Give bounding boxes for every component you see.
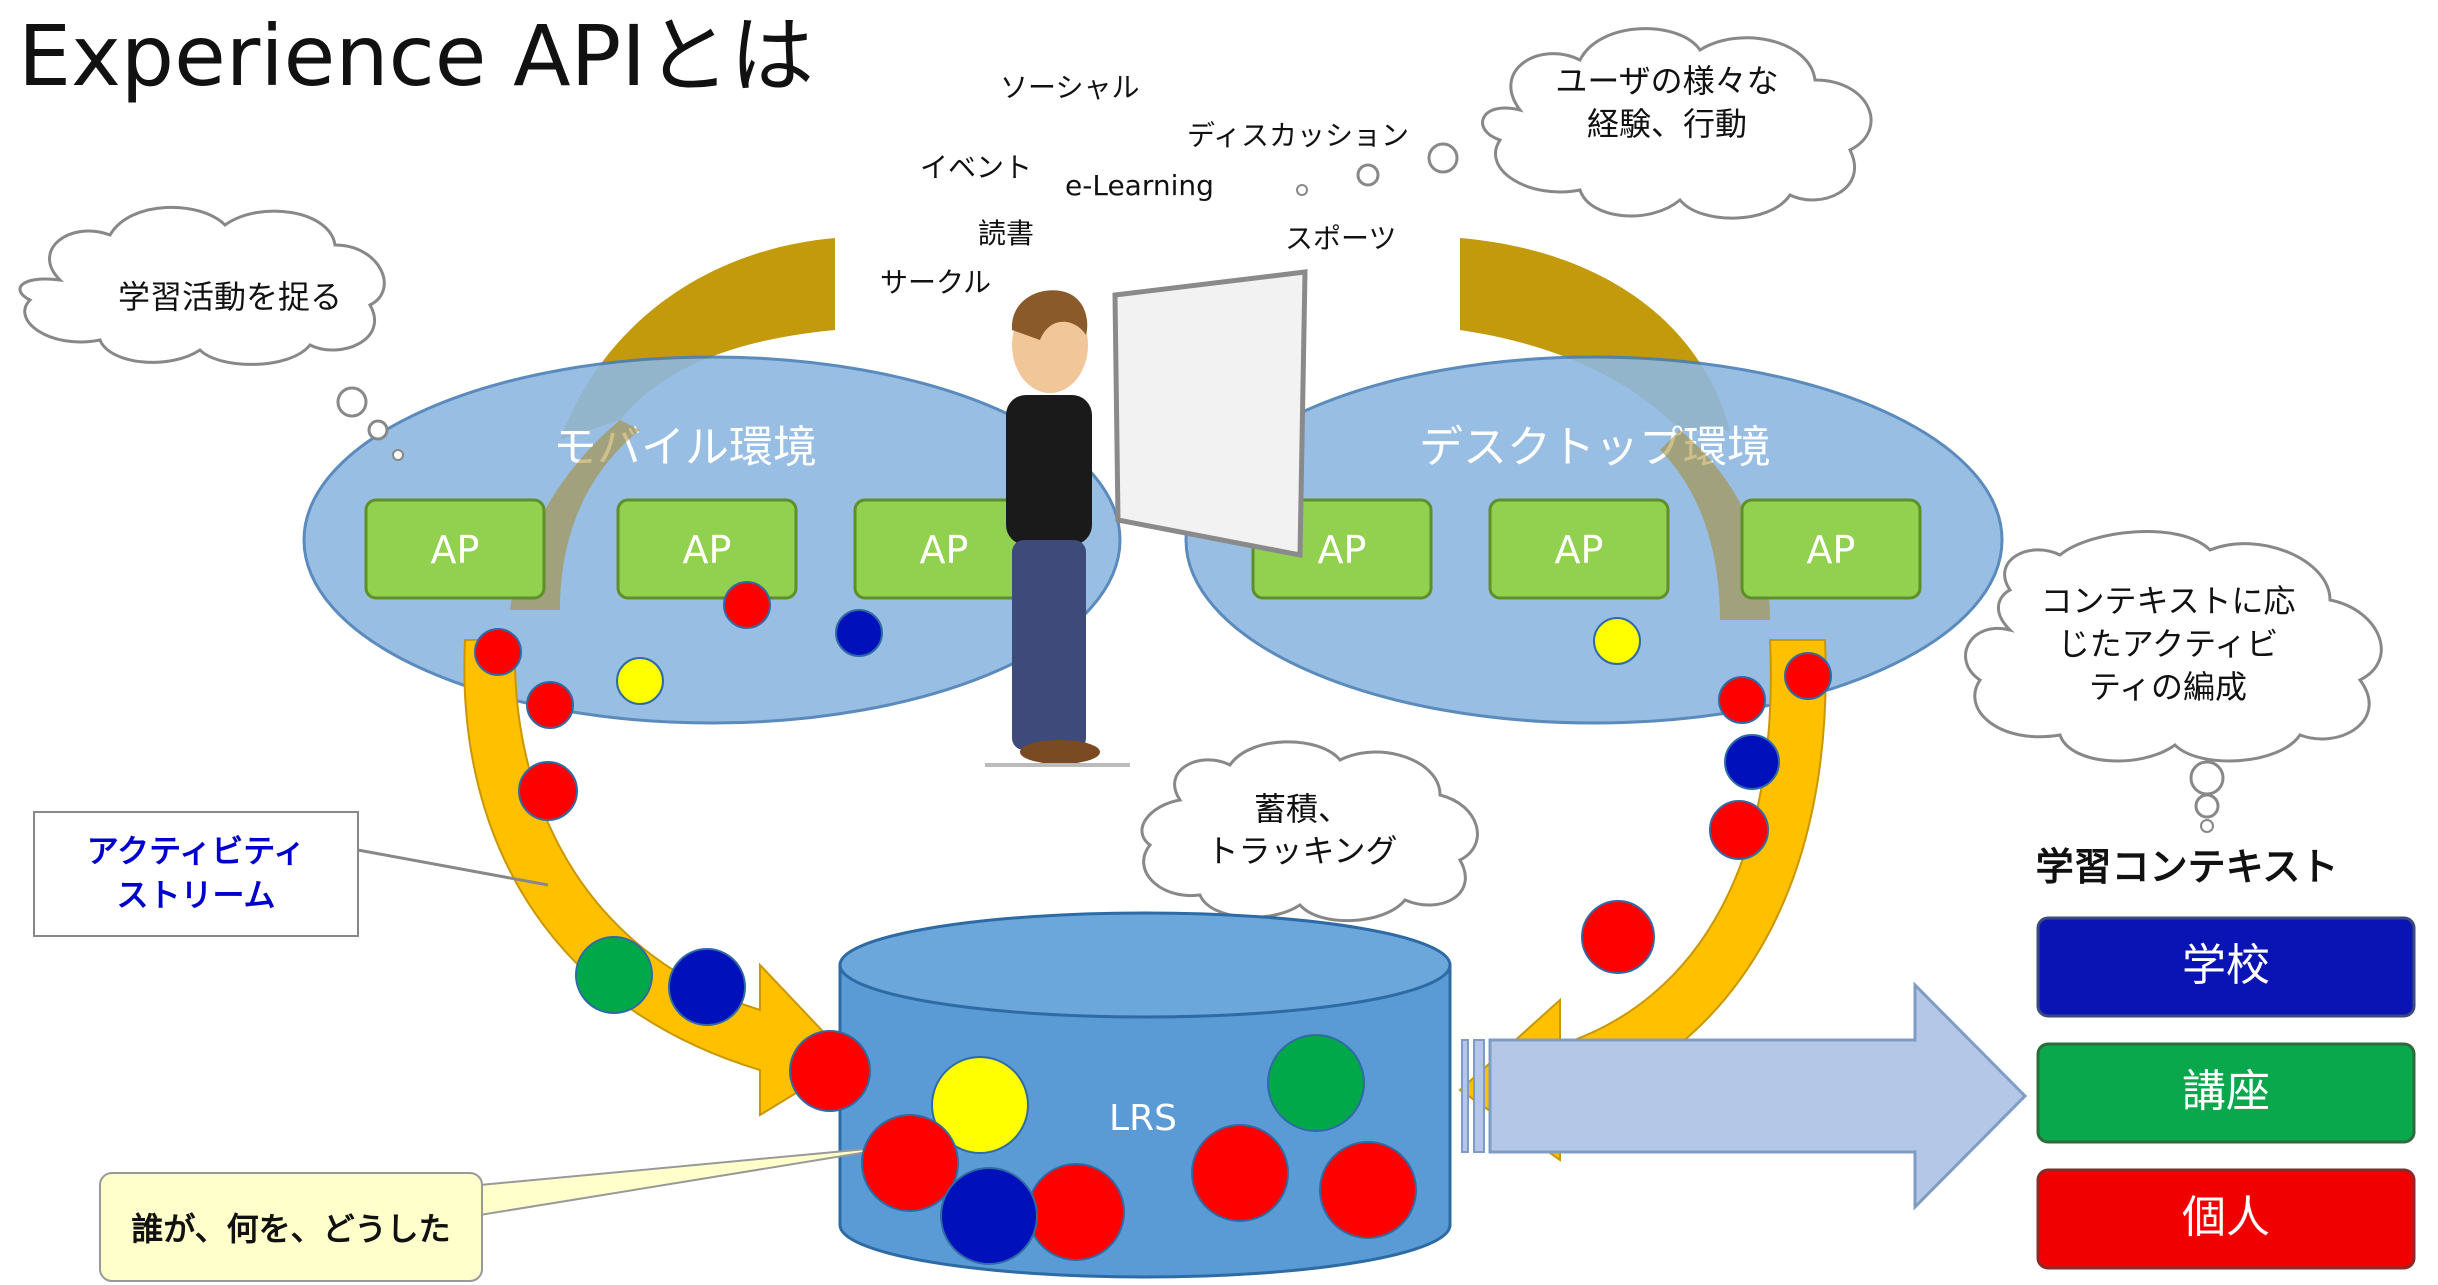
activity-dot bbox=[1718, 676, 1766, 724]
activity-dots bbox=[474, 581, 1832, 1265]
activity-dot bbox=[474, 628, 522, 676]
mobile-ap-1: AP bbox=[364, 498, 546, 600]
thinking-person bbox=[985, 290, 1130, 767]
ap-label: AP bbox=[1807, 528, 1856, 572]
desktop-environment-label: デスクトップ環境 bbox=[1419, 422, 1771, 473]
activity-dot bbox=[1724, 734, 1780, 790]
activity-dot bbox=[861, 1114, 959, 1212]
ap-label: AP bbox=[920, 528, 969, 572]
activity-dot bbox=[518, 761, 578, 821]
cloud-store-line2: トラッキング bbox=[1206, 832, 1397, 870]
ap-label: AP bbox=[1555, 528, 1604, 572]
ap-label: AP bbox=[431, 528, 480, 572]
activity-dot bbox=[940, 1167, 1038, 1265]
thought-cloud-capture: 学習活動を捉る bbox=[18, 205, 404, 461]
context-output-arrow bbox=[1461, 981, 2028, 1211]
cloud-store-line1: 蓄積、 bbox=[1254, 790, 1350, 828]
word-circle: サークル bbox=[880, 266, 991, 299]
lrs-label: LRS bbox=[1109, 1098, 1177, 1139]
cloud-context-line1: コンテキストに応 bbox=[2040, 582, 2295, 620]
cloud-context-line3: ティの編成 bbox=[2089, 668, 2247, 706]
context-course: 講座 bbox=[2036, 1042, 2416, 1144]
activity-dot bbox=[1593, 617, 1641, 665]
activity-dot bbox=[723, 581, 771, 629]
activity-stream-label: アクティビティ ストリーム bbox=[33, 811, 549, 937]
cloud-context-line2: じたアクティビ bbox=[2058, 625, 2278, 663]
thought-cloud-experience: ユーザの様々な 経験、行動 bbox=[1296, 27, 1873, 220]
activity-dot bbox=[1319, 1141, 1417, 1239]
ap-label: AP bbox=[1318, 528, 1367, 572]
word-reading: 読書 bbox=[978, 217, 1034, 250]
desktop-ap-3: AP bbox=[1740, 498, 1922, 600]
learning-context: 学習コンテキスト 学校 講座 個人 bbox=[2036, 845, 2416, 1270]
learning-context-heading: 学習コンテキスト bbox=[2036, 845, 2339, 889]
thought-cloud-context: コンテキストに応 じたアクティビ ティの編成 bbox=[1964, 530, 2383, 833]
activity-dot bbox=[575, 936, 653, 1014]
mobile-ap-2: AP bbox=[616, 498, 798, 600]
word-social: ソーシャル bbox=[1000, 71, 1139, 104]
word-event: イベント bbox=[920, 151, 1032, 184]
mobile-ap-3: AP bbox=[853, 498, 1035, 600]
context-course-label: 講座 bbox=[2182, 1066, 2270, 1117]
activity-dot bbox=[835, 609, 883, 657]
activity-dot bbox=[668, 948, 746, 1026]
page-title: Experience APIとは bbox=[18, 7, 814, 105]
activity-dot bbox=[1709, 800, 1769, 860]
activity-dot bbox=[931, 1056, 1029, 1154]
activity-dot bbox=[526, 681, 574, 729]
word-sports: スポーツ bbox=[1285, 222, 1396, 255]
context-individual-label: 個人 bbox=[2182, 1192, 2270, 1243]
ap-label: AP bbox=[683, 528, 732, 572]
word-elearning: e-Learning bbox=[1065, 169, 1214, 202]
context-individual: 個人 bbox=[2036, 1168, 2416, 1270]
activity-dot bbox=[1267, 1034, 1365, 1132]
cloud-experience-line1: ユーザの様々な bbox=[1555, 62, 1778, 100]
activity-dot bbox=[1581, 900, 1655, 974]
context-school-label: 学校 bbox=[2182, 940, 2270, 991]
activity-stream-line2: ストリーム bbox=[116, 876, 275, 914]
word-discussion: ディスカッション bbox=[1187, 119, 1409, 152]
desktop-ap-2: AP bbox=[1488, 498, 1670, 600]
glass-board bbox=[1112, 269, 1308, 559]
statement-callout-text: 誰が、何を、どうした bbox=[131, 1210, 450, 1248]
activity-dot bbox=[1027, 1163, 1125, 1261]
activity-dot bbox=[1191, 1124, 1289, 1222]
cloud-experience-line2: 経験、行動 bbox=[1587, 105, 1747, 143]
statement-callout: 誰が、何を、どうした bbox=[99, 1144, 911, 1282]
cloud-capture-text: 学習活動を捉る bbox=[118, 278, 342, 316]
context-school: 学校 bbox=[2036, 916, 2416, 1018]
activity-dot bbox=[1784, 652, 1832, 700]
activity-stream-line1: アクティビティ bbox=[87, 832, 306, 870]
activity-dot bbox=[789, 1030, 871, 1112]
activity-dot bbox=[616, 657, 664, 705]
